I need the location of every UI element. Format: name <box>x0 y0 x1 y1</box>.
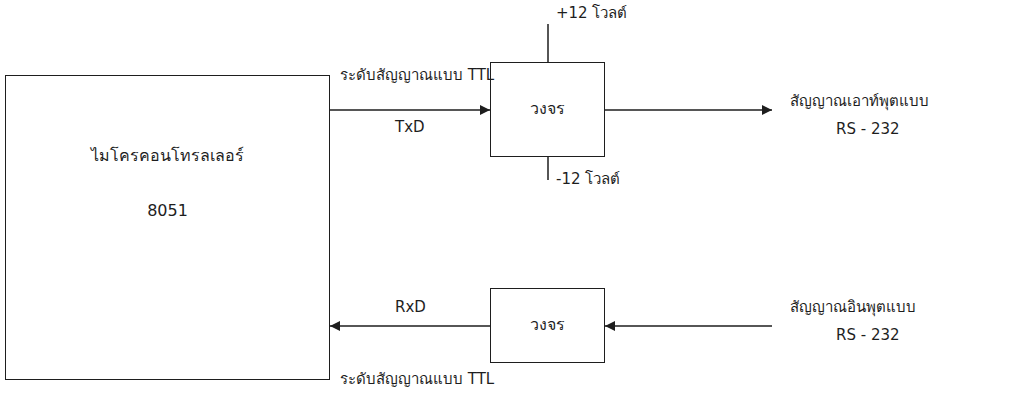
signal-name: RxD <box>393 298 428 316</box>
voltage-label: +12 โวลต์ <box>556 4 627 23</box>
signal-arrow <box>330 109 490 111</box>
controller-box: ไมโครคอนโทรลเลอร์ 8051 <box>5 75 330 380</box>
output-arrow <box>605 109 772 111</box>
box-subtitle: 8051 <box>147 201 188 222</box>
circuit-box: วงจร <box>490 62 605 157</box>
voltage-label: -12 โวลต์ <box>556 170 620 189</box>
signal-name: TxD <box>393 118 427 136</box>
signal-arrow <box>330 325 490 327</box>
signal-level-label: ระดับสัญญาณแบบ TTL <box>340 66 494 85</box>
power-wire <box>547 157 549 180</box>
signal-label: สัญญาณอินพุตแบบ <box>790 298 916 317</box>
circuit-box: วงจร <box>490 288 605 363</box>
signal-label: สัญญาณเอาท์พุตแบบ <box>790 92 929 111</box>
signal-level-label: ระดับสัญญาณแบบ TTL <box>340 370 494 389</box>
box-title: ไมโครคอนโทรลเลอร์ <box>91 146 244 167</box>
input-arrow <box>605 325 772 327</box>
standard-label: RS - 232 <box>836 326 900 345</box>
power-wire <box>547 24 549 62</box>
standard-label: RS - 232 <box>836 120 900 139</box>
box-title: วงจร <box>530 315 565 336</box>
box-title: วงจร <box>530 99 565 120</box>
